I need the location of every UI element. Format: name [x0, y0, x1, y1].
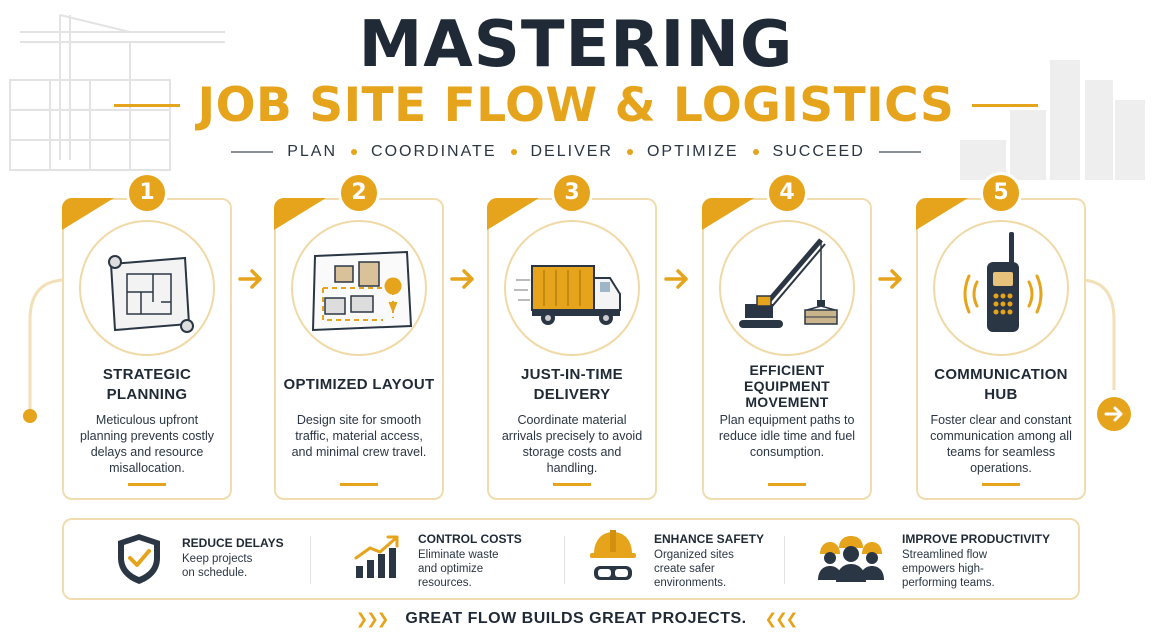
benefit-description: Organized sites create safer environment…	[654, 549, 734, 589]
tagline-deliver: DELIVER	[530, 143, 613, 160]
page-subtitle: JOB SITE FLOW & LOGISTICS	[197, 78, 955, 133]
benefit-control-costs: CONTROL COSTS Eliminate waste and optimi…	[352, 520, 572, 598]
benefit-reduce-delays: REDUCE DELAYS Keep projects on schedule.	[116, 520, 336, 598]
team-icon	[818, 536, 884, 582]
step-icon-circle	[719, 220, 855, 356]
next-arrow-icon[interactable]	[1096, 396, 1132, 432]
tagline-dot	[626, 149, 633, 155]
step-icon-circle	[291, 220, 427, 356]
step-number-badge: 5	[980, 172, 1022, 214]
tagline-optimize: OPTIMIZE	[646, 143, 739, 160]
step-number-badge: 2	[338, 172, 380, 214]
step-card-3: 3 JUST-IN-TIME DELIVERY Coordinate mater…	[487, 172, 657, 500]
step-card-2: 2 OPTIMIZED LAYOUT Design site for smoot…	[274, 172, 444, 500]
step-description: Plan equipment paths to reduce idle time…	[718, 413, 856, 459]
subtitle-row: JOB SITE FLOW & LOGISTICS	[0, 78, 1152, 133]
step-description: Foster clear and constant communication …	[930, 413, 1072, 475]
benefit-divider	[564, 536, 565, 584]
step-description: Coordinate material arrivals precisely t…	[501, 413, 643, 475]
step-card-4: 4 EFFICIENT EQUIPMENT MOVEMENT Plan equi…	[702, 172, 872, 500]
step-number-badge: 4	[766, 172, 808, 214]
page-title: MASTERING	[358, 8, 794, 82]
benefit-divider	[784, 536, 785, 584]
benefit-improve-productivity: IMPROVE PRODUCTIVITY Streamlined flow em…	[816, 520, 1056, 598]
footer-slogan: GREAT FLOW BUILDS GREAT PROJECTS.	[405, 610, 747, 627]
blueprint-icon	[108, 255, 194, 333]
step-card-5: 5 COMMUNICATION HUB Foster clear and con…	[916, 172, 1086, 500]
tagline-plan: PLAN	[287, 143, 338, 160]
arrow-right-icon	[450, 269, 474, 289]
card-underline	[768, 483, 806, 486]
step-icon-circle	[933, 220, 1069, 356]
arrow-right-icon	[878, 269, 902, 289]
tagline-succeed: SUCCEED	[772, 143, 865, 160]
benefits-panel: REDUCE DELAYS Keep projects on schedule.…	[62, 518, 1080, 600]
step-description: Design site for smooth traffic, material…	[291, 413, 427, 459]
tagline: PLAN COORDINATE DELIVER OPTIMIZE SUCCEED	[0, 143, 1152, 161]
step-icon-circle	[79, 220, 215, 356]
step-number-badge: 3	[551, 172, 593, 214]
subtitle-rule-left	[113, 104, 180, 107]
benefit-enhance-safety: ENHANCE SAFETY Organized sites create sa…	[588, 520, 808, 598]
benefit-description: Eliminate waste and optimize resources.	[418, 549, 499, 589]
tagline-coordinate: COORDINATE	[371, 143, 497, 160]
benefit-title: REDUCE DELAYS	[182, 536, 284, 550]
benefit-description: Keep projects on schedule.	[182, 553, 253, 579]
step-title: EFFICIENT EQUIPMENT MOVEMENT	[744, 362, 830, 410]
growth-chart-icon	[354, 535, 399, 578]
subtitle-rule-right	[972, 104, 1039, 107]
flow-start-connector	[23, 278, 67, 423]
benefit-title: CONTROL COSTS	[418, 532, 522, 546]
crane-icon	[739, 238, 838, 328]
card-underline	[982, 483, 1020, 486]
tagline-dot	[351, 149, 358, 155]
tagline-dot	[510, 149, 517, 155]
radio-icon	[963, 232, 1043, 332]
site-layout-icon	[311, 250, 413, 332]
flow-end-connector	[1079, 278, 1116, 390]
tagline-dot	[752, 149, 759, 155]
tagline-rule-right	[878, 151, 921, 153]
footer: ❯❯❯ GREAT FLOW BUILDS GREAT PROJECTS. ❮❮…	[0, 610, 1152, 628]
step-card-1: 1 STRATEGIC PLANNING Meticulous upfront …	[62, 172, 232, 500]
step-description: Meticulous upfront planning prevents cos…	[79, 413, 215, 475]
benefit-title: ENHANCE SAFETY	[654, 532, 765, 546]
benefit-description: Streamlined flow empowers high-performin…	[902, 549, 995, 589]
delivery-truck-icon	[514, 265, 621, 325]
step-title: STRATEGIC PLANNING	[102, 366, 192, 403]
arrow-right-icon	[664, 269, 688, 289]
step-icon-circle	[504, 220, 640, 356]
benefit-divider	[310, 536, 311, 584]
shield-check-icon	[118, 534, 160, 584]
step-title: OPTIMIZED LAYOUT	[283, 376, 435, 393]
step-title: JUST-IN-TIME DELIVERY	[521, 366, 623, 403]
step-title: COMMUNICATION HUB	[934, 366, 1068, 403]
step-number-badge: 1	[126, 172, 168, 214]
hard-hat-goggles-icon	[590, 530, 636, 580]
arrow-right-icon	[238, 269, 262, 289]
chevrons-right-icon: ❯❯❯	[355, 611, 390, 628]
tagline-rule-left	[231, 151, 274, 153]
chevrons-left-icon: ❮❮❮	[764, 611, 799, 628]
benefit-title: IMPROVE PRODUCTIVITY	[902, 532, 1051, 546]
card-underline	[553, 483, 591, 486]
card-underline	[340, 483, 378, 486]
card-underline	[128, 483, 166, 486]
